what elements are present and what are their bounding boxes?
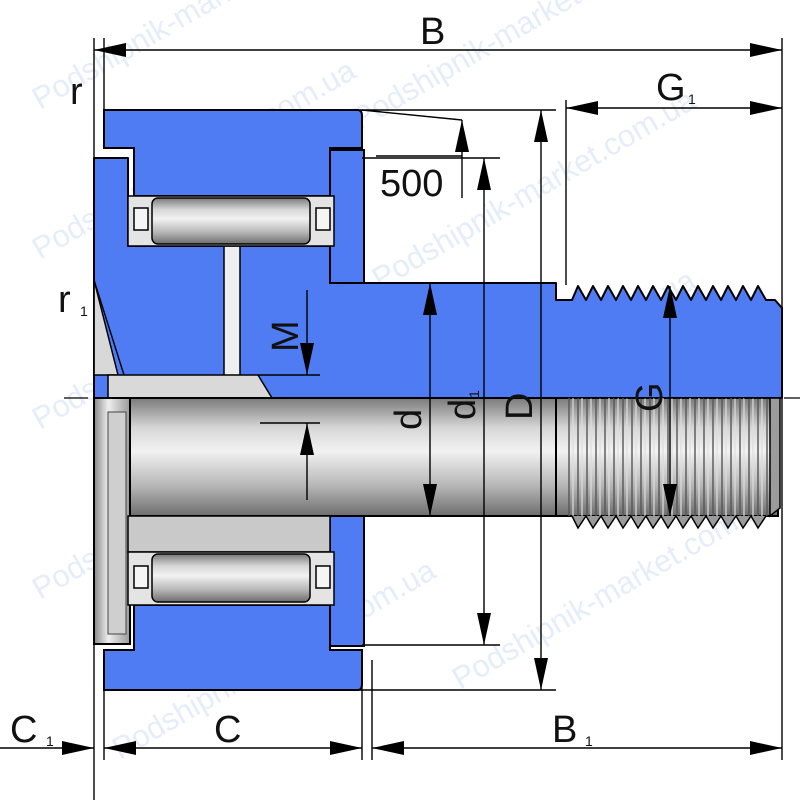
stud-head-inner [107,411,127,635]
plug-wedge [107,374,274,399]
label-r1-sub: 1 [80,303,88,319]
label-tolerance-500: 500 [380,163,443,205]
shaft-end-chamfer [769,397,781,518]
label-G1-sub: 1 [688,91,696,107]
lube-channel [223,245,241,377]
labels: B r G 1 500 r 1 M d d 1 D G C 1 C B 1 [10,11,696,751]
label-C1: C [10,709,37,751]
inner-flange-top [329,149,365,284]
shaft-main [127,397,557,517]
label-d: d [388,409,430,430]
stud-body-section [93,157,783,399]
label-B: B [420,11,445,53]
label-G: G [629,382,671,412]
outer-ring-bottom [103,604,363,691]
roller-top [127,195,335,247]
label-r: r [70,71,83,113]
lower-inner-ring [127,515,331,553]
label-B1-sub: 1 [585,733,593,749]
label-d1: d [442,399,484,420]
arrowheads [62,43,782,755]
label-D: D [499,393,541,420]
roller-bottom [127,551,335,606]
outer-ring [103,109,363,691]
label-M: M [265,320,307,352]
label-d1-sub: 1 [466,390,482,398]
label-C1-sub: 1 [46,733,54,749]
label-G1: G [656,67,686,109]
dimension-lines [0,38,783,800]
label-r1: r [58,279,71,321]
shaft-thread-teeth [571,514,767,530]
label-B1: B [552,709,577,751]
outer-ring-top [103,109,363,197]
inner-flange-bottom [329,515,365,647]
label-C: C [214,709,241,751]
